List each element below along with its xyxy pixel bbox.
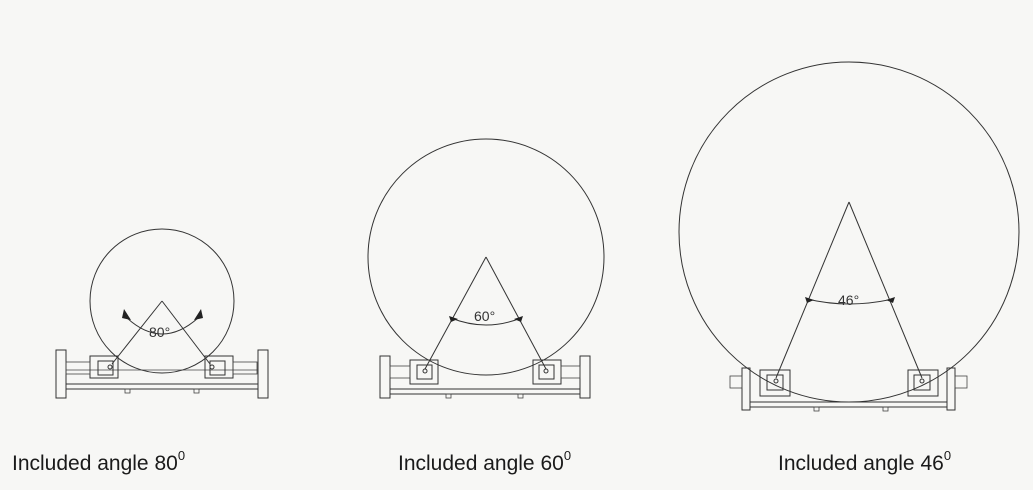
diagram-80: 80° (55, 228, 269, 399)
caption-superscript: 0 (177, 448, 186, 463)
frame-end-left (379, 355, 391, 399)
angle-arrow-left (122, 309, 131, 320)
angle-line-left (424, 256, 487, 370)
angle-line-left (111, 300, 163, 365)
caption-text: Included angle 46 (778, 452, 944, 475)
angle-line-right (485, 256, 547, 370)
frame-end-right (257, 349, 269, 399)
frame-end-right (946, 367, 956, 411)
angle-arrow-right (194, 309, 203, 320)
roller-frame (379, 355, 591, 399)
vessel-circle (678, 61, 1020, 403)
roller-frame (729, 367, 968, 412)
vessel-circle (89, 228, 235, 374)
angle-arrow-left (449, 316, 458, 322)
caption-superscript: 0 (943, 448, 952, 463)
vessel-circle (367, 138, 605, 376)
angle-label: 46° (838, 292, 859, 308)
angle-arc (126, 317, 199, 335)
caption-46: Included angle 460 (778, 448, 952, 476)
angle-arc (450, 317, 522, 326)
frame-end-left (741, 367, 751, 411)
caption-text: Included angle 60 (398, 452, 564, 475)
angle-line-left (775, 201, 850, 379)
roller-frame (55, 349, 269, 399)
angle-label: 80° (149, 324, 170, 340)
diagram-46: 46° (678, 61, 1020, 412)
frame-end-right (579, 355, 591, 399)
caption-60: Included angle 600 (398, 448, 572, 476)
diagram-60: 60° (367, 138, 605, 399)
caption-80: Included angle 800 (12, 448, 186, 476)
angle-arc (806, 298, 894, 305)
frame-end-left (55, 349, 67, 399)
angle-line-right (161, 300, 211, 365)
caption-text: Included angle 80 (12, 452, 178, 475)
angle-arrow-right (514, 316, 523, 322)
angle-arrow-left (805, 297, 814, 303)
caption-superscript: 0 (563, 448, 572, 463)
angle-line-right (848, 201, 923, 379)
angle-label: 60° (474, 308, 495, 324)
angle-arrow-right (886, 297, 895, 303)
